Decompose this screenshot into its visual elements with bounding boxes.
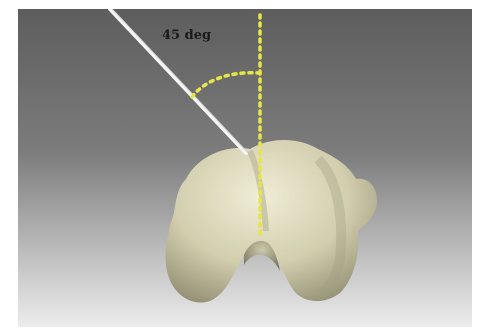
photo-illustration — [18, 9, 472, 327]
angle-label: 45 deg — [162, 28, 211, 43]
knee-bone-photo — [18, 9, 472, 327]
